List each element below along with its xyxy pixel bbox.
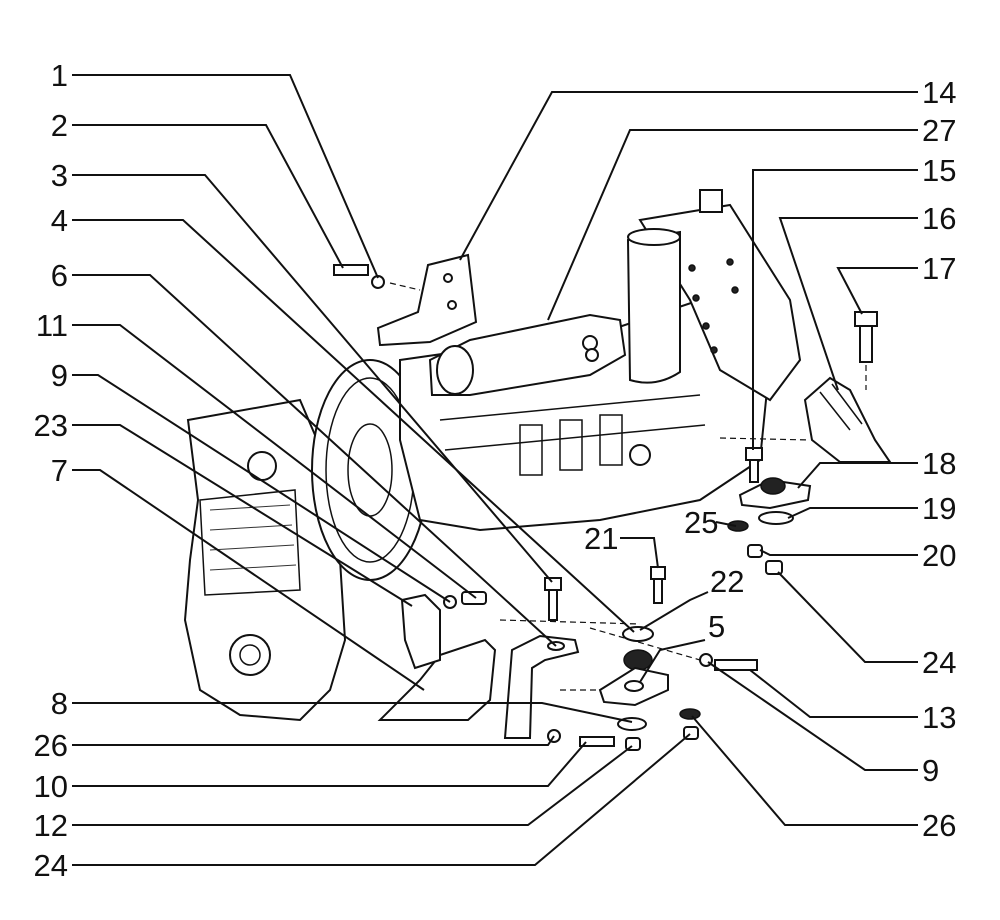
callout-numbers: 1 2 3 4 6 11 9 23 7 8 26 10 12 24 14 27 …: [34, 58, 957, 883]
bolt-2: [333, 264, 369, 276]
callout-9-left: 9: [51, 358, 68, 393]
callout-26-left: 26: [34, 728, 68, 763]
callout-7: 7: [51, 453, 68, 488]
nut-24-right: [765, 560, 783, 575]
washer-22: [622, 626, 654, 642]
washer-26-center: [679, 708, 701, 720]
callout-23: 23: [34, 408, 68, 443]
callout-2: 2: [51, 108, 68, 143]
drain-plug: [629, 444, 651, 466]
filler-cap: [699, 189, 723, 213]
callout-12: 12: [34, 808, 68, 843]
callout-26-right: 26: [922, 808, 956, 843]
transmission-port: [229, 634, 271, 676]
bracket-16: [803, 376, 892, 463]
engine-illustration: [183, 189, 802, 722]
callout-5: 5: [708, 609, 725, 644]
bolt-17-head: [854, 311, 878, 327]
callout-19: 19: [922, 491, 956, 526]
callout-24-left: 24: [34, 848, 68, 883]
callout-15: 15: [922, 153, 956, 188]
callout-4: 4: [51, 203, 68, 238]
bolt-21-head: [650, 566, 666, 580]
washer-25: [727, 520, 749, 532]
callout-18: 18: [922, 446, 956, 481]
bolt-3-head: [544, 577, 562, 591]
washer-19: [758, 511, 794, 525]
bracket-14: [376, 253, 478, 347]
transmission-boss: [247, 451, 277, 481]
bracket-23: [400, 593, 441, 670]
callout-6: 6: [51, 258, 68, 293]
transmission-panel: [199, 489, 301, 596]
callout-9-right: 9: [922, 753, 939, 788]
callout-10: 10: [34, 769, 68, 804]
bracket-7: [377, 638, 497, 721]
callout-13: 13: [922, 700, 956, 735]
callout-1: 1: [51, 58, 68, 93]
leader-lines: [72, 74, 918, 866]
bolt-11: [461, 591, 487, 605]
bolt-10: [579, 736, 615, 747]
callout-24-right: 24: [922, 645, 956, 680]
callout-20: 20: [922, 538, 956, 573]
oil-filter: [626, 230, 681, 384]
callout-11: 11: [36, 308, 68, 343]
bolt-17-shank: [859, 325, 873, 363]
callout-21: 21: [584, 521, 618, 556]
callout-14: 14: [922, 75, 956, 110]
callout-3: 3: [51, 158, 68, 193]
bolt-13: [714, 659, 758, 671]
callout-8: 8: [51, 686, 68, 721]
starter-motor: [428, 313, 627, 396]
bracket-6: [503, 634, 580, 739]
rubber-mount: [623, 649, 653, 671]
callout-16: 16: [922, 201, 956, 236]
mounting-parts: [333, 253, 892, 751]
callout-27: 27: [922, 113, 956, 148]
callout-22: 22: [710, 564, 744, 599]
callout-17: 17: [922, 251, 956, 286]
callout-25: 25: [684, 505, 718, 540]
